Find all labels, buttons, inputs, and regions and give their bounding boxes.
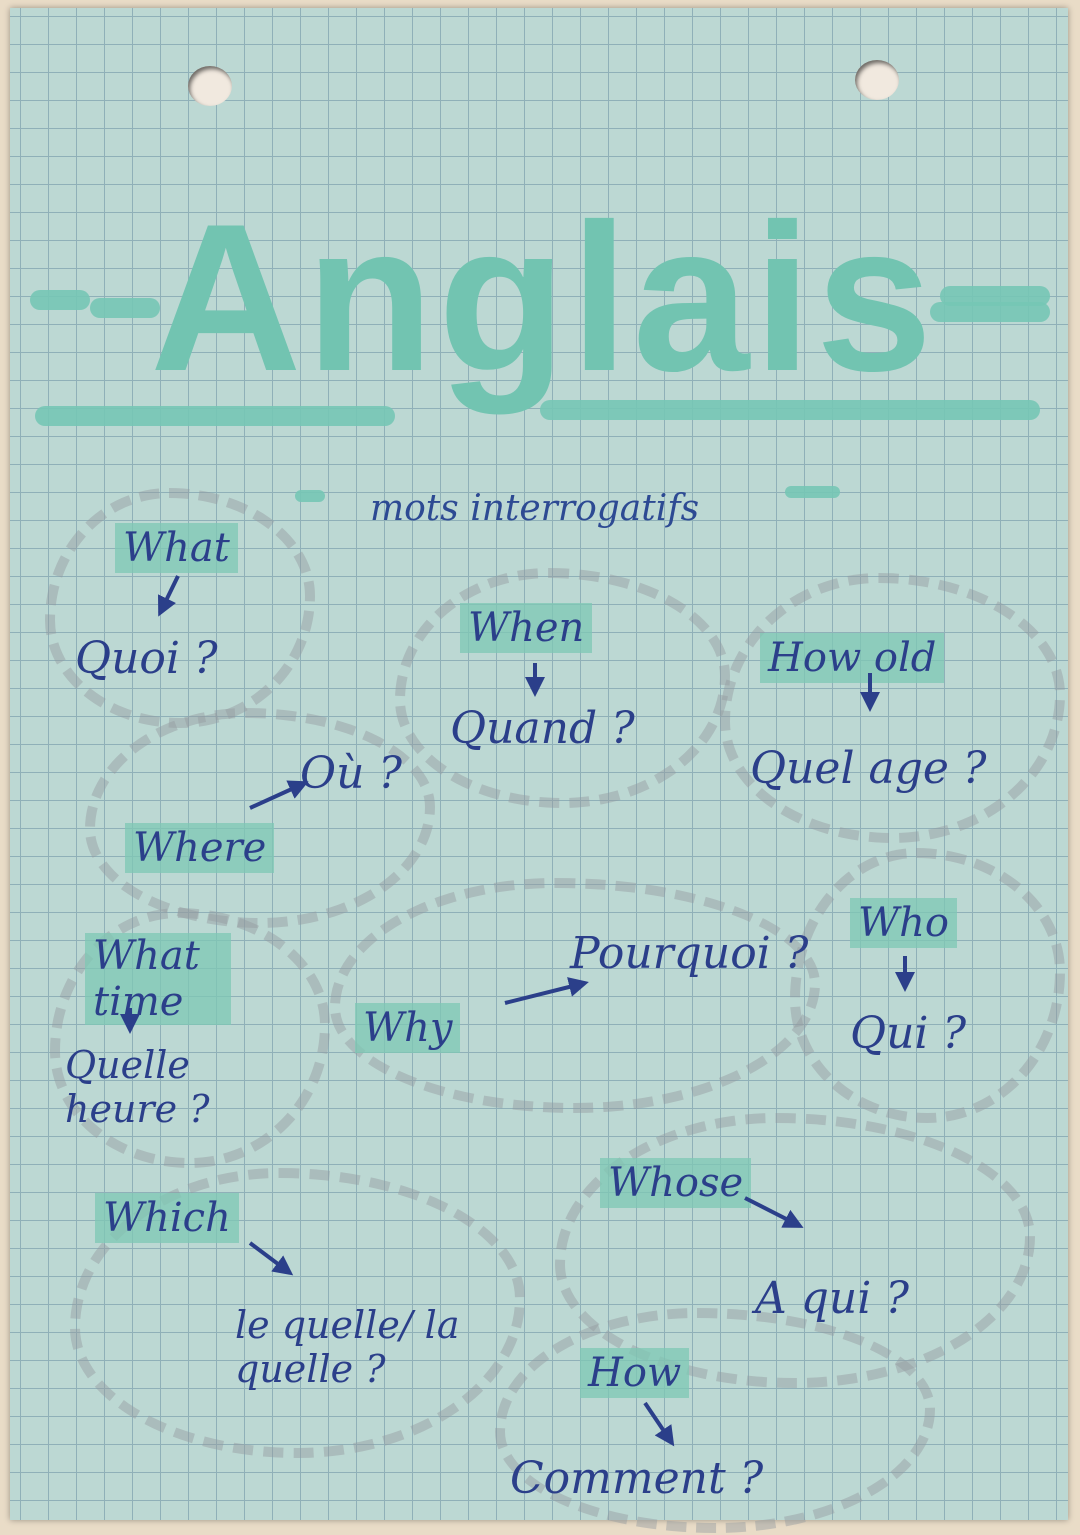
arrows-layer bbox=[120, 575, 915, 1447]
arrow-which bbox=[248, 1241, 294, 1276]
word-what: What bbox=[115, 523, 238, 573]
translation-qui: Qui ? bbox=[850, 1008, 967, 1059]
word-whose: Whose bbox=[600, 1158, 752, 1208]
translation-pourquoi: Pourquoi ? bbox=[570, 928, 809, 979]
cloud-what-time bbox=[50, 908, 330, 1168]
cloud-who bbox=[790, 848, 1065, 1123]
cloud-how-old bbox=[720, 573, 1065, 843]
translation-quoi: Quoi ? bbox=[75, 633, 218, 684]
subtitle: mots interrogatifs bbox=[370, 488, 700, 529]
arrow-how bbox=[643, 1401, 675, 1447]
translation-quelle-heure: Quelle heure ? bbox=[65, 1043, 210, 1131]
title-dash bbox=[90, 298, 160, 318]
title-dash bbox=[930, 302, 1050, 322]
word-what-time: What time bbox=[85, 933, 231, 1025]
arrow-what bbox=[158, 575, 180, 617]
page-title: Anglais bbox=[150, 180, 937, 415]
title-underline-left bbox=[35, 406, 395, 426]
title-dash bbox=[30, 290, 90, 310]
translation-ou: Où ? bbox=[300, 748, 402, 799]
word-why: Why bbox=[355, 1003, 461, 1053]
arrow-why bbox=[504, 977, 589, 1005]
grid-paper-sheet: Anglais mots interrogatifs What Quoi ? W… bbox=[10, 8, 1068, 1533]
word-who: Who bbox=[850, 898, 957, 948]
cloud-where bbox=[85, 708, 435, 928]
punch-hole-right bbox=[855, 60, 899, 100]
word-when: When bbox=[460, 603, 593, 653]
translation-quand: Quand ? bbox=[450, 703, 635, 754]
translation-le-quelle: le quelle/ la quelle ? bbox=[235, 1303, 460, 1391]
cloud-which bbox=[70, 1168, 525, 1458]
word-where: Where bbox=[125, 823, 275, 873]
translation-quel-age: Quel age ? bbox=[750, 743, 987, 794]
word-which: Which bbox=[95, 1193, 239, 1243]
arrow-where bbox=[249, 780, 309, 810]
punch-hole-left bbox=[188, 66, 232, 106]
subtitle-dash bbox=[785, 486, 840, 498]
translation-comment: Comment ? bbox=[510, 1453, 764, 1504]
title-dash bbox=[940, 286, 1050, 306]
word-how: How bbox=[580, 1348, 690, 1398]
subtitle-dash bbox=[295, 490, 325, 502]
word-how-old: How old bbox=[760, 633, 945, 683]
arrow-whose bbox=[744, 1196, 804, 1228]
translation-a-qui: A qui ? bbox=[755, 1273, 909, 1324]
title-underline-right bbox=[540, 400, 1040, 420]
